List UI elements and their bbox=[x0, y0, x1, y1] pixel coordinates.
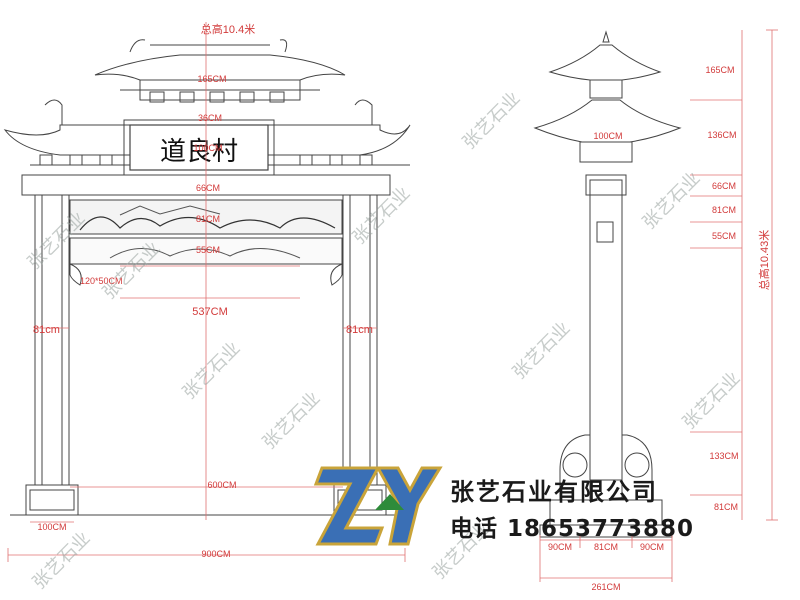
side-dim-upper-roof: 165CM bbox=[705, 65, 734, 75]
upper-roof-brackets bbox=[149, 91, 285, 103]
left-pillar bbox=[25, 194, 79, 516]
side-dim-base-mid: 81CM bbox=[594, 542, 618, 552]
watermark-8: 张艺石业 bbox=[639, 168, 705, 234]
watermark-10: 张艺石业 bbox=[29, 528, 95, 594]
dim-pillar-left: 81cm bbox=[33, 324, 60, 336]
side-dim-lintel: 66CM bbox=[712, 181, 736, 191]
dim-opening-height: 537CM bbox=[192, 306, 227, 318]
side-dim-drum-stone: 133CM bbox=[709, 451, 738, 461]
side-dim-base: 81CM bbox=[714, 502, 738, 512]
dim-roof-lower: 36CM bbox=[198, 113, 222, 123]
side-view: 165CM 136CM 100CM 66CM 81CM 55CM 133CM 8… bbox=[533, 29, 778, 592]
side-dim-base-right: 90CM bbox=[640, 542, 664, 552]
dim-pillar-right: 81cm bbox=[346, 324, 373, 336]
side-dim-base-left: 90CM bbox=[548, 542, 572, 552]
dim-lintel: 66CM bbox=[196, 183, 220, 193]
dim-bracket: 120*50CM bbox=[80, 276, 123, 286]
side-dim-band1: 81CM bbox=[712, 205, 736, 215]
name-plaque: 道良村 bbox=[123, 119, 275, 176]
dim-roof-top: 165CM bbox=[197, 74, 226, 84]
side-column bbox=[589, 179, 623, 481]
lower-roof-brackets bbox=[39, 154, 373, 166]
watermark-5: 张艺石业 bbox=[349, 183, 415, 249]
dim-opening-width: 600CM bbox=[207, 480, 236, 490]
watermark-3: 张艺石业 bbox=[179, 338, 245, 404]
upper-roof bbox=[94, 39, 346, 103]
side-dim-overall-depth: 261CM bbox=[591, 582, 620, 592]
side-upper-roof bbox=[548, 44, 662, 81]
dim-base-width: 100CM bbox=[37, 522, 66, 532]
dim-painting-band: 81CM bbox=[196, 214, 220, 224]
watermark-6: 张艺石业 bbox=[459, 88, 525, 154]
watermark-7: 张艺石业 bbox=[509, 318, 575, 384]
drum-stones bbox=[559, 434, 653, 501]
plaque-text: 道良村 bbox=[160, 137, 238, 167]
front-view: 道良村 bbox=[3, 22, 411, 562]
watermark-9: 张艺石业 bbox=[679, 368, 745, 434]
company-logo: ZY bbox=[313, 466, 443, 546]
side-dim-lower-roof-inner: 100CM bbox=[593, 131, 622, 141]
side-lower-roof bbox=[533, 99, 682, 143]
side-dim-band2: 55CM bbox=[712, 231, 736, 241]
company-phone: 电话 18653773880 bbox=[450, 516, 694, 542]
front-total-height: 总高10.4米 bbox=[201, 22, 255, 36]
side-dim-lower-roof: 136CM bbox=[707, 130, 736, 140]
watermark-4: 张艺石业 bbox=[259, 388, 325, 454]
company-name: 张艺石业有限公司 bbox=[450, 478, 658, 506]
dim-carved-band: 55CM bbox=[196, 245, 220, 255]
dim-plaque: 100CM bbox=[193, 143, 222, 153]
dim-overall-width: 900CM bbox=[201, 549, 230, 559]
side-total-height: 总高10.43米 bbox=[757, 230, 771, 291]
left-bracket bbox=[69, 263, 82, 286]
right-bracket bbox=[330, 263, 343, 286]
